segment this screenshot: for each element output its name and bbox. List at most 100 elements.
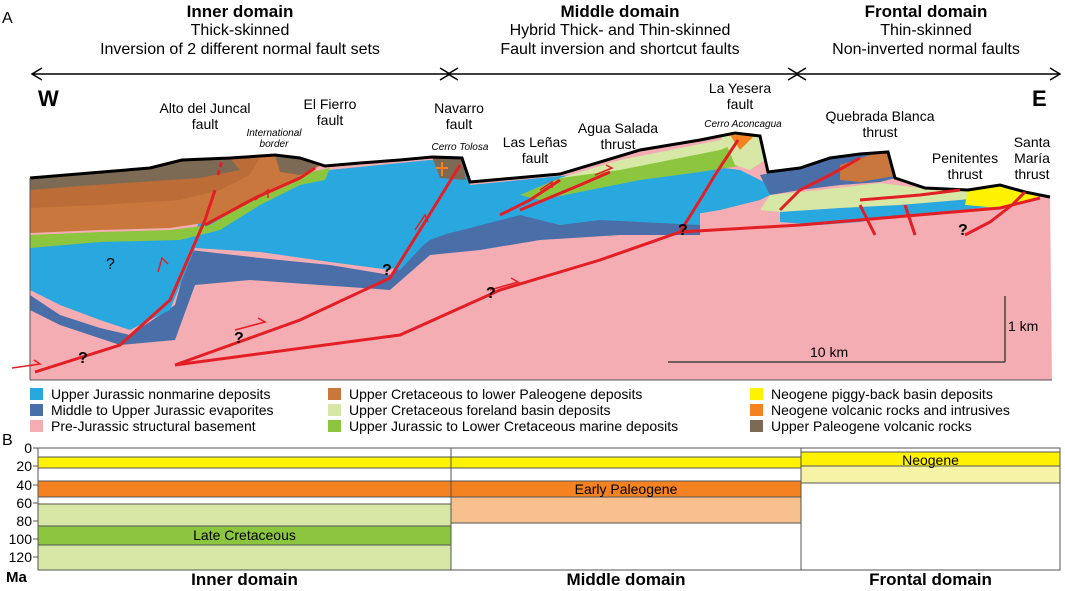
la-yesera-fault-label: La Yesera fault (708, 80, 772, 112)
quebrada-blanca-thrust-line (778, 156, 861, 212)
question-mark: ? (958, 222, 968, 239)
legend-item: Middle to Upper Jurassic evaporites (30, 402, 330, 418)
alto-del-juncal-fault-label: Alto del Juncal fault (159, 100, 251, 132)
y-tick-label: 20 (16, 458, 32, 474)
middle-domain-description: Fault inversion and shortcut faults (500, 41, 740, 58)
basal-detachment (174, 196, 1041, 367)
neogene-bar-label: Neogene (902, 452, 959, 468)
late-cretaceous-bar-label: Late Cretaceous (193, 527, 296, 543)
question-mark: ? (486, 285, 496, 302)
legend-swatch (30, 388, 43, 400)
y-tick-label: 0 (24, 440, 32, 456)
inner-domain-heading: Inner domain Thick-skinned Inversion of … (30, 2, 450, 59)
middle-neogene-bar (451, 457, 801, 468)
horizontal-scale-label: 10 km (810, 344, 849, 360)
y-tick-label: 40 (16, 477, 32, 493)
marine-unit-west (30, 168, 330, 248)
santa-maria-thrust-label: Santa María thrust (1013, 134, 1051, 182)
y-tick-label: 60 (16, 495, 32, 511)
navarro-fault-label: Navarro fault (434, 100, 484, 132)
inner-neogene-bar (38, 457, 451, 468)
legend-item: Pre-Jurassic structural basement (30, 418, 330, 434)
la-yesera-fault-line (678, 139, 740, 233)
inner-late-cretaceous-bar (38, 526, 451, 545)
question-mark: ? (678, 222, 688, 239)
legend-swatch (750, 420, 763, 432)
frontal-domain-description: Non-inverted normal faults (832, 41, 1020, 58)
topographic-surface (29, 131, 1051, 199)
frontal-domain-title: Frontal domain (864, 2, 988, 21)
legend-item: Upper Cretaceous foreland basin deposits (328, 402, 748, 418)
paleogene-volcanic-tolosa (432, 157, 466, 180)
legend-column-2: Upper Cretaceous to lower Paleogene depo… (328, 386, 748, 434)
legend-swatch (328, 388, 341, 400)
y-tick-label: 100 (8, 531, 32, 547)
inner-domain-axis-label: Inner domain (191, 570, 298, 589)
frontal-neogene-bar (801, 452, 1060, 466)
legend-item: Upper Cretaceous to lower Paleogene depo… (328, 386, 748, 402)
neogene-piggyback-unit (965, 185, 1040, 208)
cerro-aconcagua-label: Cerro Aconcagua (704, 119, 782, 130)
y-tick-label: 80 (16, 513, 32, 529)
normal-fault-1 (858, 204, 877, 236)
inner-domain-style: Thick-skinned (190, 22, 290, 39)
east-label: E (1032, 86, 1047, 111)
legend-item: Upper Paleogene volcanic rocks (750, 418, 1062, 434)
middle-domain-title: Middle domain (560, 2, 680, 21)
legend-swatch (30, 420, 43, 432)
alto-del-juncal-fault-dashed (216, 159, 224, 176)
west-label: W (38, 86, 59, 111)
foreland-unit-aconcagua (720, 133, 765, 170)
legend-swatch (750, 388, 763, 400)
evaporite-unit-west (30, 200, 700, 345)
penitentes-thrust-label: Penitentes thrust (931, 150, 999, 182)
santa-maria-thrust-line (964, 190, 1027, 237)
legend-swatch (30, 404, 43, 416)
legend-item: Upper Jurassic nonmarine deposits (30, 386, 330, 402)
inner-domain-title: Inner domain (186, 2, 294, 21)
inner-paleogene-bar (38, 481, 451, 497)
legend-swatch (328, 404, 341, 416)
middle-early-paleogene-light (451, 497, 801, 523)
paleogene-volcanic-border (275, 155, 318, 175)
nonmarine-unit-frontal (780, 196, 1010, 225)
quebrada-blanca-thrust-label: Quebrada Blanca thrust (825, 108, 935, 140)
legend-item: Upper Jurassic to Lower Cretaceous marin… (328, 418, 748, 434)
legend-swatch (328, 420, 341, 432)
international-border-label: International border (246, 128, 302, 150)
legend-column-1: Upper Jurassic nonmarine deposits Middle… (30, 386, 330, 434)
alto-del-juncal-fault-line (34, 189, 217, 374)
legend-swatch (750, 404, 763, 416)
inner-late-cretaceous-upper (38, 504, 451, 526)
el-fierro-fault-label: El Fierro fault (303, 96, 357, 128)
upper-cretaceous-paleogene-frontal (840, 152, 894, 182)
nonmarine-unit-middle (300, 160, 780, 270)
middle-domain-heading: Middle domain Hybrid Thick- and Thin-ski… (440, 2, 800, 59)
neogene-volcanic-aconcagua (730, 135, 755, 150)
middle-paleogene-bar (451, 481, 801, 497)
domain-arrows (30, 67, 1062, 81)
navarro-fault-line (174, 164, 462, 367)
frontal-domain-axis-label: Frontal domain (869, 570, 992, 589)
paleogene-volcanic-west (30, 158, 240, 190)
inner-domain-description: Inversion of 2 different normal fault se… (100, 41, 380, 58)
agua-salada-thrust-line (519, 170, 611, 212)
middle-domain-axis-label: Middle domain (566, 570, 686, 589)
question-mark: ? (106, 256, 115, 273)
las-lenas-fault-label: Las Leñas fault (502, 134, 568, 166)
legend-column-3: Neogene piggy-back basin deposits Neogen… (750, 386, 1062, 434)
normal-fault-2 (903, 204, 917, 236)
inner-late-cretaceous-lower (38, 545, 451, 570)
frontal-domain-heading: Frontal domain Thin-skinned Non-inverted… (795, 2, 1057, 59)
cross-section (11, 131, 1052, 381)
frontal-domain-style: Thin-skinned (880, 22, 972, 39)
panel-a-label: A (2, 10, 13, 27)
panel-b-label: B (2, 432, 13, 449)
question-mark: ? (382, 262, 392, 279)
foreland-unit-middle (560, 133, 745, 178)
penitentes-thrust-line (859, 188, 961, 202)
el-fierro-fault-line (204, 166, 316, 227)
y-tick-label: 120 (8, 549, 32, 565)
vertical-scale-label: 1 km (1008, 318, 1039, 334)
